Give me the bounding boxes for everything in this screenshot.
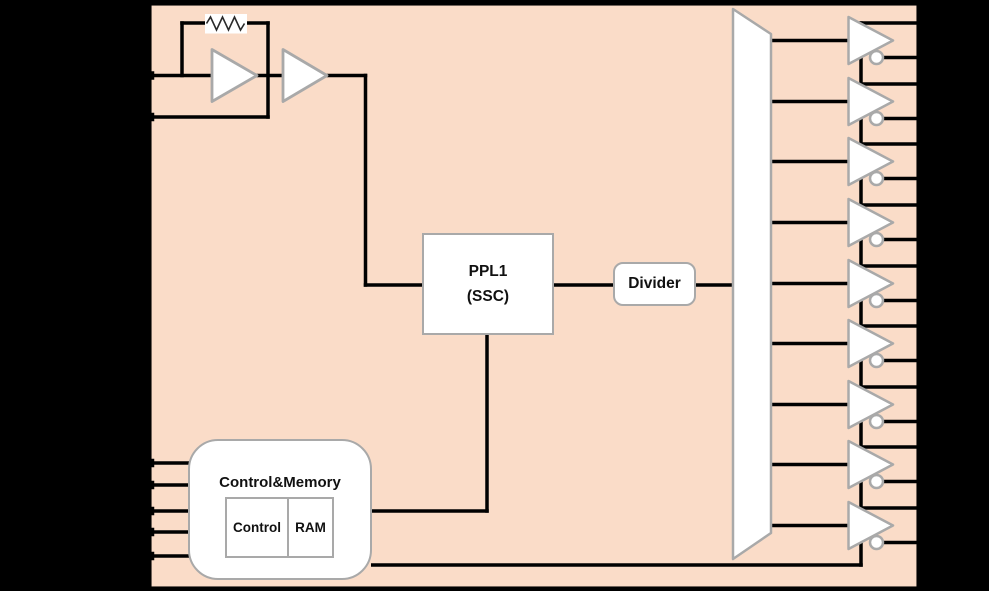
control-input-pin <box>145 527 155 537</box>
divider-block: Divider <box>613 262 696 306</box>
pll-label-line2: (SSC) <box>466 288 510 305</box>
control-memory-inner: Control RAM <box>225 497 334 558</box>
resistor-icon <box>205 15 246 32</box>
crystal-pin <box>145 112 155 122</box>
control-sub-block: Control <box>225 497 289 558</box>
output-buffer-triangle-icon <box>847 258 895 309</box>
inverter-bubble-icon <box>868 110 885 127</box>
control-input-pin <box>145 480 155 490</box>
output-buffer-triangle-icon <box>847 76 895 127</box>
control-memory-title: Control&Memory <box>219 474 341 491</box>
pll-label-line1: PPL1 <box>468 263 508 280</box>
pin-wire-group <box>150 461 193 558</box>
fanout-trapezoid-icon <box>731 7 773 561</box>
output-buffer-layer <box>847 15 895 551</box>
inverter-bubble-icon <box>868 534 885 551</box>
output-buffer-triangle-icon <box>847 379 895 430</box>
inverter-bubble-icon <box>868 170 885 187</box>
inverter-bubble-icon <box>868 413 885 430</box>
buffer-wire-layer <box>771 21 920 545</box>
control-input-pin <box>145 551 155 561</box>
inverter-bubble-icon <box>868 352 885 369</box>
crystal-pin <box>145 71 155 80</box>
inverter-bubble-icon <box>868 231 885 248</box>
inverter-bubble-icon <box>868 473 885 490</box>
control-input-pin <box>145 506 155 516</box>
control-input-pin <box>145 458 155 468</box>
osc-inverter-amp-icon <box>210 48 259 103</box>
pll-block: PPL1 (SSC) <box>422 233 554 335</box>
output-buffer-triangle-icon <box>847 197 895 248</box>
output-buffer-triangle-icon <box>847 318 895 369</box>
output-buffer-triangle-icon <box>847 136 895 187</box>
osc-buffer-amp-icon <box>281 48 329 103</box>
output-buffer-triangle-icon <box>847 500 895 551</box>
output-buffer-triangle-icon <box>847 439 895 490</box>
inverter-bubble-icon <box>868 49 885 66</box>
inverter-bubble-icon <box>868 292 885 309</box>
output-buffer-triangle-icon <box>847 15 895 66</box>
ram-sub-block: RAM <box>289 497 334 558</box>
divider-label: Divider <box>628 275 681 292</box>
pin-layer <box>145 71 155 561</box>
